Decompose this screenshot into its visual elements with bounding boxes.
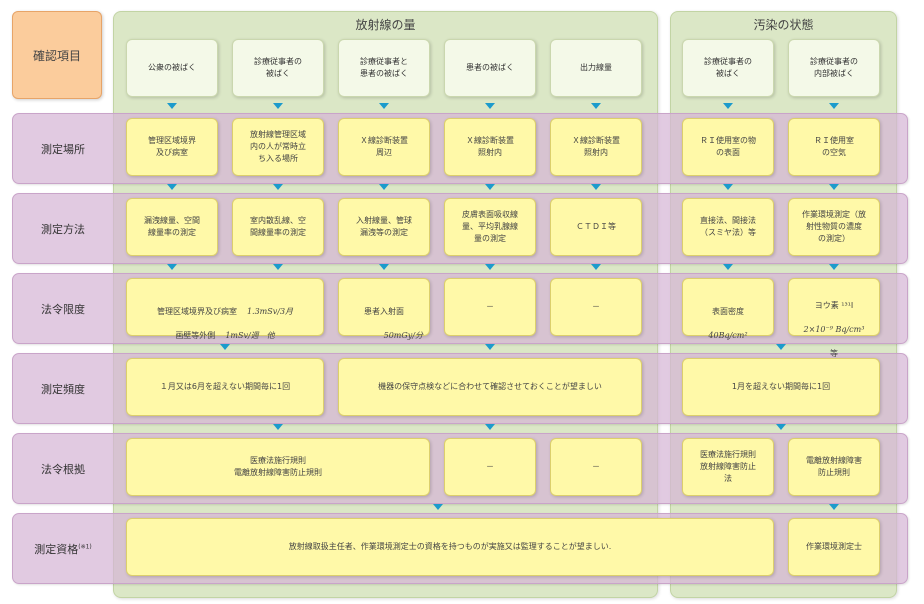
limit-cell-surface-density: 表面密度 40Bq/cm² [682,278,774,340]
limit-cell-empty: － [550,278,642,336]
method-cell: 漏洩線量、空間 線量率の測定 [126,198,218,256]
arrow-down-icon [591,264,601,270]
arrow-down-icon [379,103,389,109]
arrow-down-icon [485,344,495,350]
method-cell: 室内散乱線、空 間線量率の測定 [232,198,324,256]
column-header-staff-exposure: 診療従事者の 被ばく [232,39,324,97]
row-label-note: (※1) [78,542,92,550]
arrow-down-icon [591,184,601,190]
basis-cell: － [550,438,642,496]
frequency-cell: 1月を超えない期間毎に1回 [682,358,880,416]
basis-cell: 医療法施行規則 放射線障害防止 法 [682,438,774,496]
column-header-patient-exposure: 患者の被ばく [444,39,536,97]
basis-cell: 電離放射線障害 防止規則 [788,438,880,496]
row-label-text: 測定資格 [34,542,79,556]
limit-iodine-value: 2×10⁻⁹ Bq/cm³ [803,325,865,334]
arrow-down-icon [167,103,177,109]
arrow-down-icon [723,184,733,190]
location-cell: Ｘ線診断装置 照射内 [550,118,642,176]
group-title: 放射線の量 [355,18,416,32]
arrow-down-icon [485,103,495,109]
column-header-output-dose: 出力線量 [550,39,642,97]
location-cell: ＲＩ使用室の物 の表面 [682,118,774,176]
limit-boundary-label: 管理区域境界及び病室 [156,307,237,316]
method-cell: 直接法、間接法 （スミヤ法）等 [682,198,774,256]
arrow-down-icon [220,344,230,350]
limit-iodine-label: ヨウ素 ¹³¹I [814,301,854,310]
row-label: 測定方法 [41,222,85,236]
arrow-down-icon [829,184,839,190]
arrow-down-icon [723,103,733,109]
limit-cell-patient-entrance: 患者入射面 50mGy/分 [338,278,430,340]
arrow-down-icon [433,504,443,510]
method-cell: ＣＴＤＩ等 [550,198,642,256]
row-label: 法令限度 [41,302,85,316]
arrow-down-icon [829,103,839,109]
method-cell: 作業環境測定（放 射性物質の濃度 の測定） [788,198,880,256]
arrow-down-icon [273,184,283,190]
row-label: 測定頻度 [41,382,85,396]
arrow-down-icon [829,264,839,270]
arrow-down-icon [485,184,495,190]
limit-cell-iodine: ヨウ素 ¹³¹I 2×10⁻⁹ Bq/cm³ 等 [788,278,880,358]
limit-surface-value: 40Bq/cm² [708,331,748,340]
location-cell: Ｘ線診断装置 照射内 [444,118,536,176]
method-cell: 入射線量、管球 漏洩等の測定 [338,198,430,256]
arrow-down-icon [829,504,839,510]
arrow-down-icon [379,264,389,270]
frequency-cell: 機器の保守点検などに合わせて確認させておくことが望ましい [338,358,642,416]
group-title: 汚染の状態 [753,18,814,32]
basis-cell: 医療法施行規則 電離放射線障害防止規則 [126,438,430,496]
limit-surface-label: 表面密度 [712,307,744,316]
limit-wall-value: 1mSv/週 他 [225,331,275,340]
location-cell: ＲＩ使用室 の空気 [788,118,880,176]
row-label: 測定資格(※1) [13,541,113,557]
frequency-cell: １月又は6月を超えない期間毎に1回 [126,358,324,416]
limit-patient-value: 50mGy/分 [383,331,423,340]
arrow-down-icon [273,424,283,430]
arrow-down-icon [273,103,283,109]
limit-patient-label: 患者入射面 [364,307,404,316]
location-cell: Ｘ線診断装置 周辺 [338,118,430,176]
limit-boundary-value: 1.3mSv/3月 [246,307,294,316]
location-cell: 放射線管理区域 内の人が常時立 ち入る場所 [232,118,324,176]
row-label: 法令根拠 [41,462,85,476]
qualification-cell: 放射線取扱主任者、作業環境測定士の資格を持つものが実施又は監理することが望ましい… [126,518,774,576]
arrow-down-icon [167,264,177,270]
column-header-staff-patient-exposure: 診療従事者と 患者の被ばく [338,39,430,97]
arrow-down-icon [723,264,733,270]
location-cell: 管理区域境界 及び病室 [126,118,218,176]
basis-cell: － [444,438,536,496]
limit-wall-label: 画壁等外側 [175,331,216,340]
arrow-down-icon [273,264,283,270]
qualification-cell: 作業環境測定士 [788,518,880,576]
row-label: 測定場所 [41,142,85,156]
header-confirmation-items: 確認項目 [12,11,102,99]
arrow-down-icon [776,344,786,350]
arrow-down-icon [167,184,177,190]
arrow-down-icon [776,424,786,430]
column-header-internal-exposure: 診療従事者の 内部被ばく [788,39,880,97]
limit-cell-boundary: 管理区域境界及び病室 1.3mSv/3月 画壁等外側 1mSv/週 他 [126,278,324,340]
column-header-staff-contamination: 診療従事者の 被ばく [682,39,774,97]
limit-iodine-suffix: 等 [830,349,838,358]
arrow-down-icon [591,103,601,109]
column-header-public-exposure: 公衆の被ばく [126,39,218,97]
method-cell: 皮膚表面吸収線 量、平均乳腺線 量の測定 [444,198,536,256]
arrow-down-icon [485,424,495,430]
limit-cell-empty: － [444,278,536,336]
arrow-down-icon [379,184,389,190]
arrow-down-icon [485,264,495,270]
